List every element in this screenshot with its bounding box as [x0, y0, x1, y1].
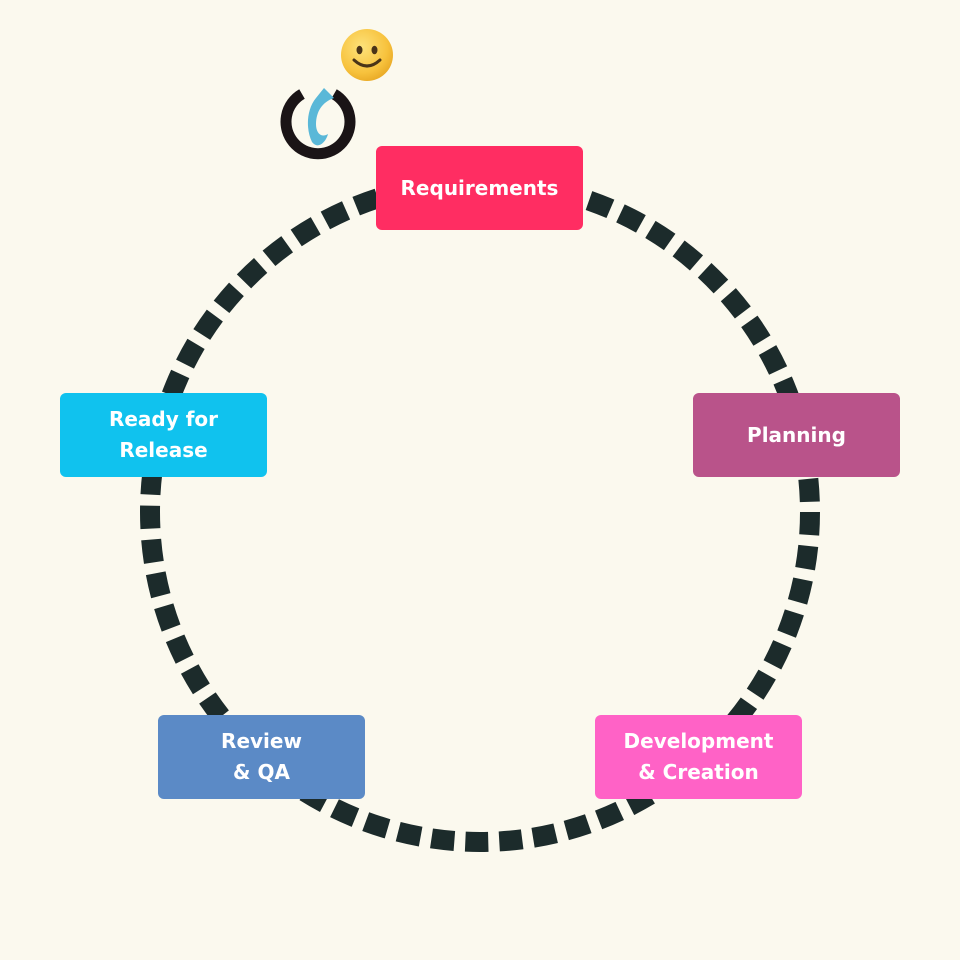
stage-planning: Planning [693, 393, 900, 477]
stage-ready-for-release-label: Ready for Release [108, 407, 219, 462]
stage-development-creation: Development & Creation [595, 715, 802, 799]
smiley-emoji-icon [339, 27, 395, 83]
stage-requirements: Requirements [376, 146, 583, 230]
stage-review-qa: Review & QA [158, 715, 365, 799]
ring-dashes [140, 172, 820, 852]
stage-development-creation-label: Development & Creation [623, 729, 774, 784]
stage-ready-for-release: Ready for Release [60, 393, 267, 477]
logo-icon [272, 80, 358, 172]
stage-review-qa-label: Review & QA [221, 729, 302, 784]
stage-planning-label: Planning [747, 422, 846, 447]
stage-requirements-label: Requirements [400, 175, 559, 200]
